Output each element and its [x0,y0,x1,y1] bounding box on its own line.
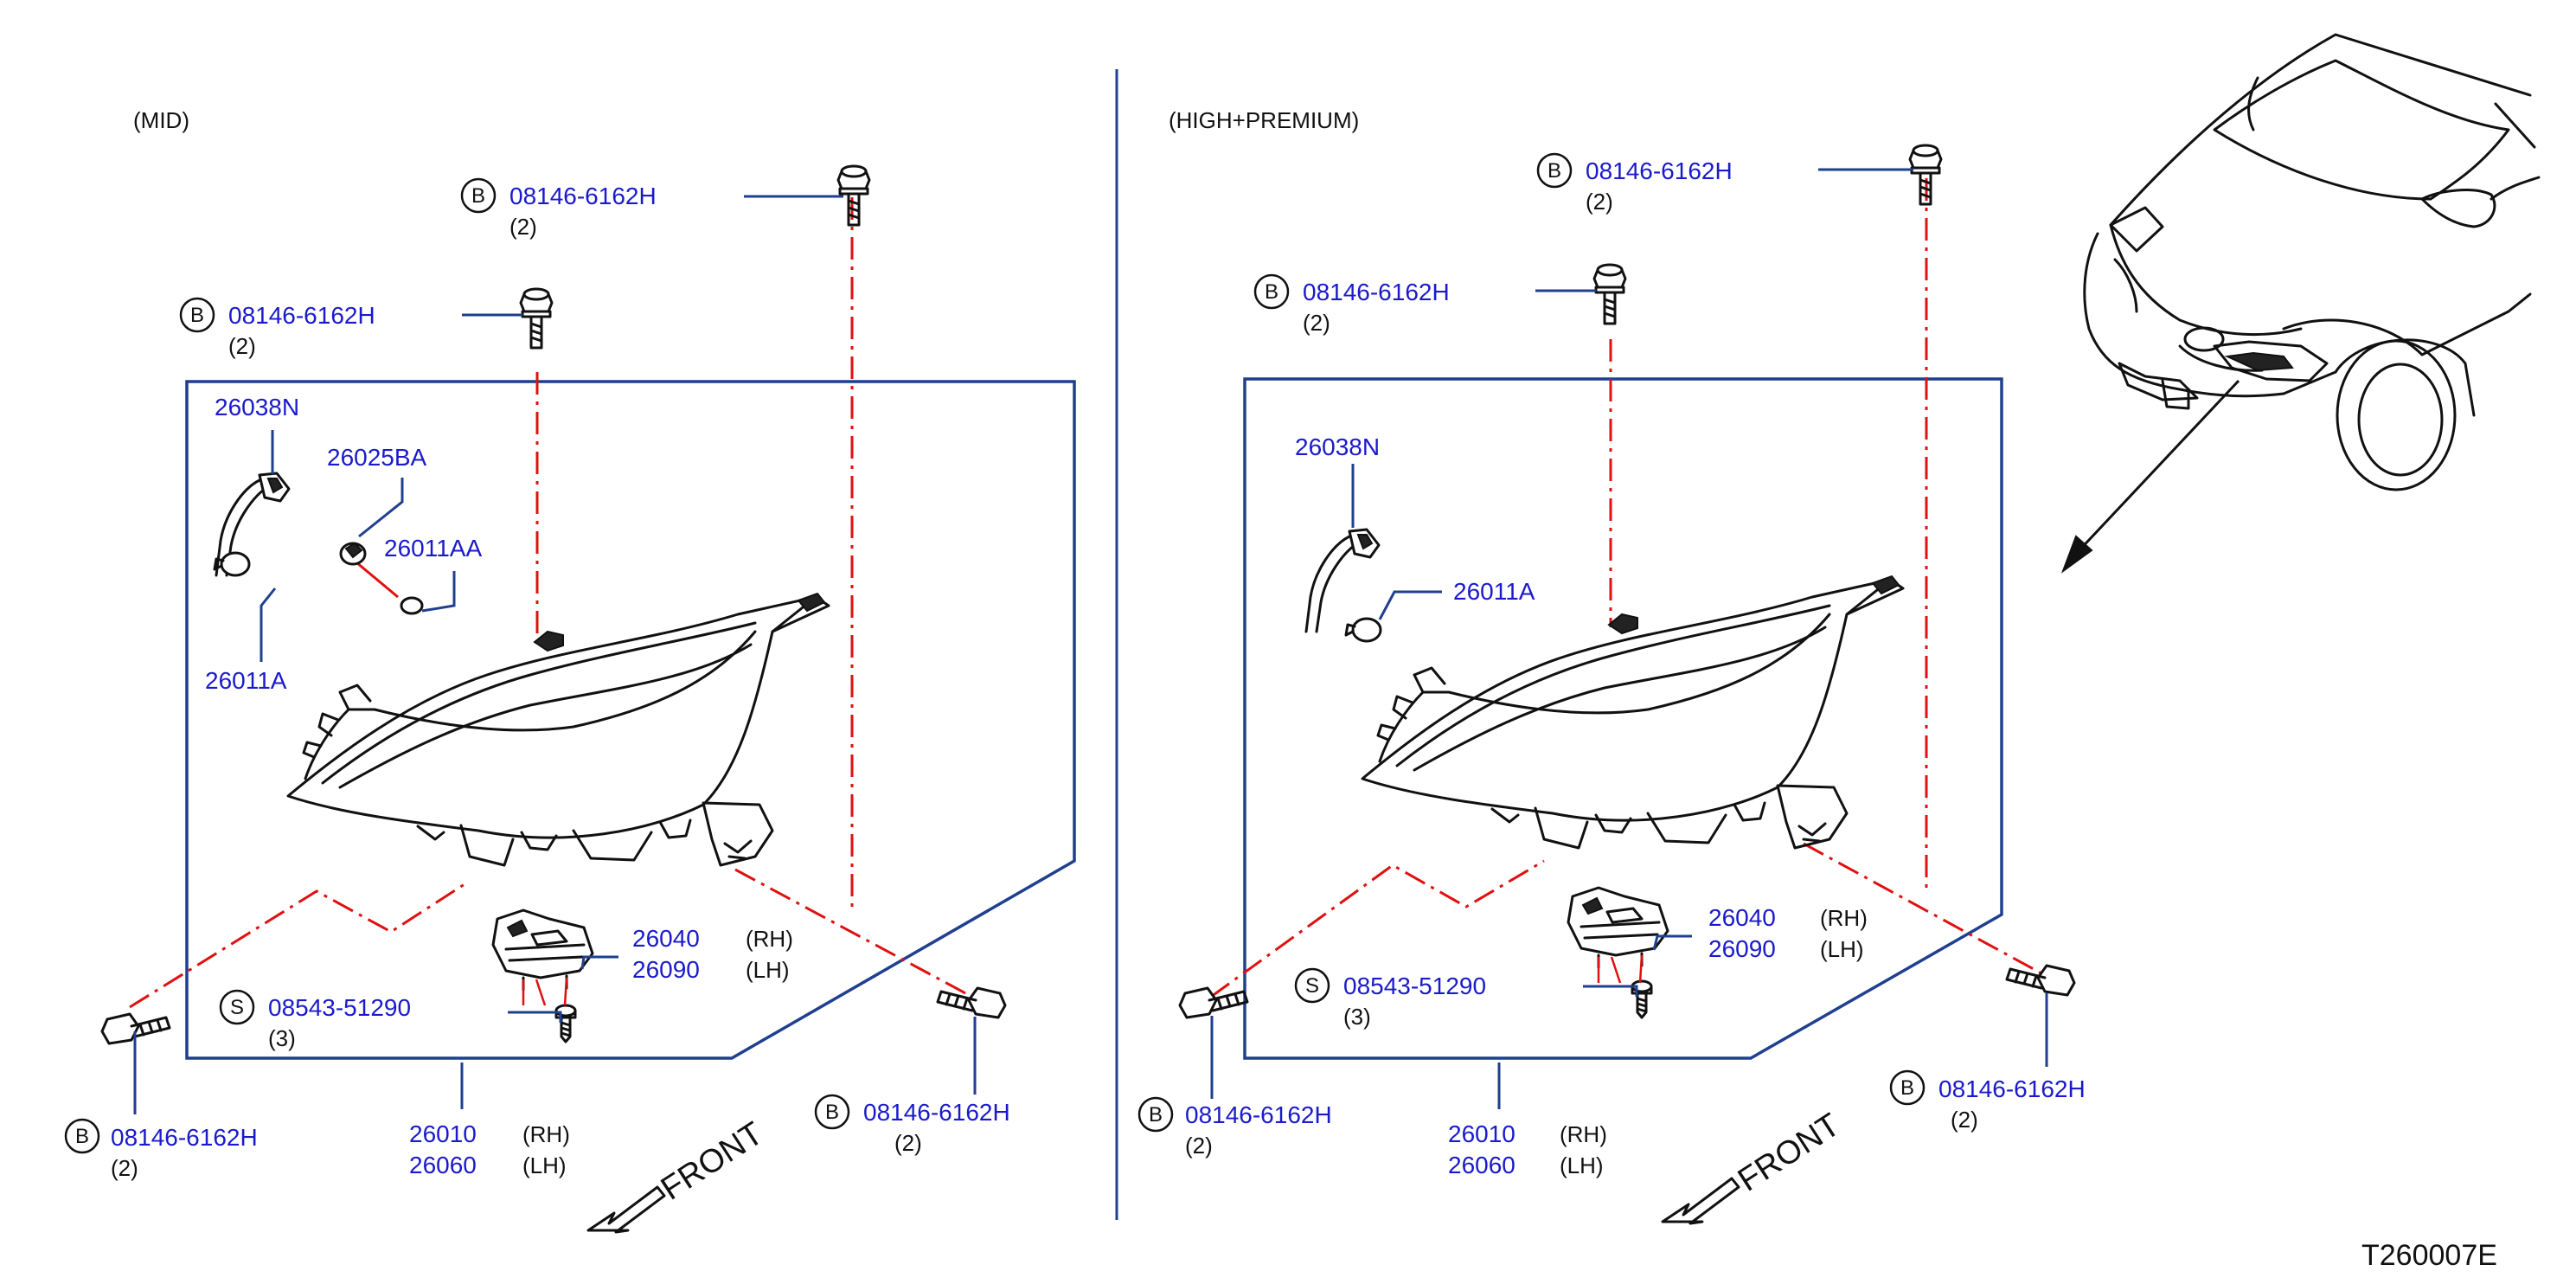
part-number: 08146-6162H [1185,1101,1332,1128]
side-lh: (LH) [522,1152,567,1178]
part-number-bulb-aa: 26011AA [384,535,482,562]
headlamp-bracket [1567,886,1669,985]
quantity: (2) [1185,1133,1213,1159]
callout-symbol: B [825,1101,839,1124]
bulb-small [339,542,367,566]
callout-symbol: B [1548,159,1561,183]
part-number-socket: 26038N [215,394,299,421]
part-number: 08146-6162H [1303,279,1450,305]
side-lh: (LH) [746,957,790,983]
part-number-bulb: 26011A [205,667,287,694]
part-number-bulb: 26011A [1453,578,1535,605]
side-rh: (RH) [522,1121,570,1147]
headlamp-bracket [491,908,594,1007]
headlamp-assembly [1361,575,1905,850]
left-panel: (MID) [64,107,1076,1234]
callout-bolt-bottom-left: B 08146-6162H (2) [1137,1096,1332,1159]
front-arrow-icon [586,1185,666,1234]
callout-bolt-bottom-left: B 08146-6162H (2) [64,1118,258,1181]
side-lh: (LH) [1560,1152,1604,1178]
callout-symbol: B [1265,280,1278,304]
hex-bolt [1178,986,1249,1019]
part-number: 08543-51290 [268,994,411,1021]
headlamp-assembly [286,592,830,867]
hex-bolt [1908,144,1943,206]
callout-bolt-top: B 08146-6162H (2) [1536,152,1733,215]
quantity: (3) [1343,1004,1371,1030]
callout-symbol: B [75,1125,89,1148]
hex-bolt [936,986,1007,1019]
part-number-rh: 26040 [1708,904,1776,931]
front-label: FRONT [655,1115,770,1208]
callout-bracket: 26040 26090 (RH) (LH) [1708,904,1868,962]
callout-bolt-mid: B 08146-6162H (2) [1253,273,1450,336]
screw [554,1004,577,1043]
part-number: 08146-6162H [1938,1075,2086,1102]
centerline [1210,859,1545,998]
bulb [1344,617,1382,643]
quantity: (2) [1586,189,1613,215]
side-rh: (RH) [1560,1121,1607,1147]
quantity: (2) [509,214,537,240]
callout-symbol: S [230,996,244,1019]
part-number: 08146-6162H [1586,157,1733,184]
part-number-lh: 26090 [632,956,700,983]
callout-screw: S 08543-51290 (3) [1294,967,1486,1030]
part-number: 08146-6162H [509,183,657,209]
quantity: (3) [268,1025,296,1051]
side-rh: (RH) [1820,905,1868,931]
callout-bolt-mid: B 08146-6162H (2) [179,297,375,359]
part-number: 08146-6162H [111,1124,258,1151]
quantity: (2) [894,1130,922,1156]
panel-header: (MID) [133,107,189,133]
bulb-socket [1304,528,1381,633]
part-number: 08543-51290 [1343,973,1486,999]
part-number-bulb-small: 26025BA [327,444,427,471]
diagram-code: T260007E [2361,1239,2497,1272]
centerline [734,868,970,997]
part-number-socket: 26038N [1295,433,1380,460]
side-rh: (RH) [746,926,793,952]
callout-headlamp: 26010 26060 (RH) (LH) [409,1120,570,1178]
callout-symbol: B [1149,1103,1163,1127]
right-panel: (HIGH+PREMIUM) B 08146-6162H (2) B [1137,107,2086,1225]
panel-header: (HIGH+PREMIUM) [1169,107,1359,133]
vehicle-locator-illustration [2060,33,2541,574]
centerline [1803,842,2042,975]
quantity: (2) [111,1155,138,1181]
callout-bolt-bottom-right: B 08146-6162H (2) [814,1094,1010,1156]
callout-symbol: S [1305,974,1319,998]
callout-screw: S 08543-51290 (3) [219,989,411,1051]
quantity: (2) [1951,1107,1978,1133]
callout-symbol: B [190,304,204,327]
hex-bolt [1592,263,1627,325]
part-number: 08146-6162H [863,1099,1010,1126]
part-number-lh: 26060 [409,1152,477,1178]
callout-headlamp: 26010 26060 (RH) (LH) [1448,1120,1607,1178]
part-number-rh: 26040 [632,925,700,952]
part-number-lh: 26090 [1708,935,1776,962]
part-number-rh: 26010 [409,1120,477,1147]
part-number-rh: 26010 [1448,1120,1515,1147]
side-lh: (LH) [1820,936,1864,962]
callout-bolt-top: B 08146-6162H (2) [460,177,657,240]
front-label: FRONT [1732,1107,1847,1199]
front-arrow-icon [1661,1177,1740,1225]
part-number-lh: 26060 [1448,1152,1515,1178]
quantity: (2) [1303,310,1330,336]
assembly-frame [1243,377,2003,1060]
centerline [356,561,399,599]
part-number: 08146-6162H [228,302,375,329]
quantity: (2) [228,333,256,359]
callout-symbol: B [1900,1076,1914,1100]
callout-bracket: 26040 26090 (RH) (LH) [632,925,793,983]
callout-bolt-bottom-right: B 08146-6162H (2) [1889,1069,2086,1133]
centerline [129,881,468,1009]
hex-bolt [2005,964,2076,997]
bulb-wedge [400,596,424,615]
hex-bolt [519,287,554,350]
callout-symbol: B [471,184,485,208]
